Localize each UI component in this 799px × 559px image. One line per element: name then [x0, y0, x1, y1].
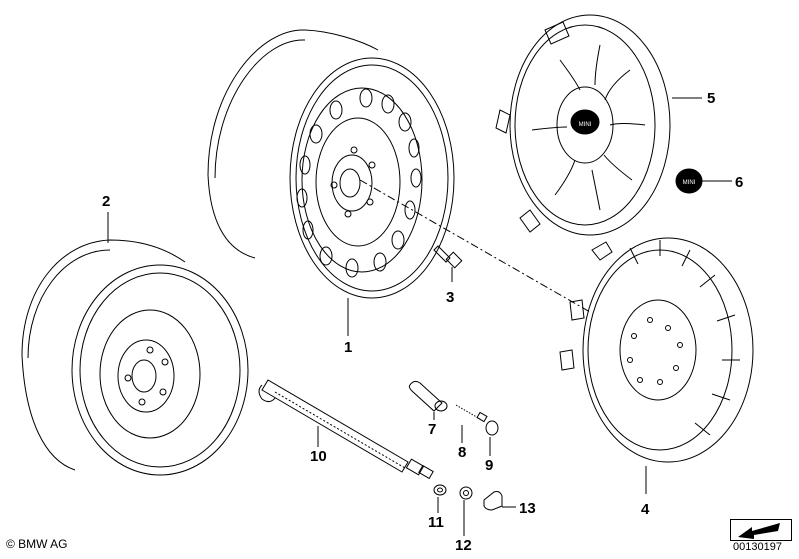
valve-extension-10	[258, 379, 434, 480]
reference-arrow-icon	[730, 519, 792, 541]
cap-13	[483, 491, 503, 511]
wheel-cover-5	[495, 14, 671, 236]
wheel-bolt-3	[433, 245, 463, 269]
washer-11	[433, 484, 447, 496]
diagram-reference-number: 00130197	[733, 541, 782, 553]
part-number-4: 4	[641, 501, 650, 518]
part-number-2: 2	[102, 193, 110, 210]
wheel-cover-4	[559, 237, 754, 463]
mini-logo-text: MINI	[579, 122, 592, 128]
part-number-12: 12	[455, 537, 472, 554]
valve-insert-8	[455, 404, 488, 423]
part-number-13: 13	[519, 500, 536, 517]
alignment-line	[359, 179, 591, 313]
copyright-notice: © BMW AG	[6, 537, 68, 551]
nut-12	[459, 486, 473, 500]
leader-lines	[107, 97, 732, 536]
part-number-10: 10	[310, 448, 327, 465]
part-number-11: 11	[428, 514, 444, 531]
part-number-6: 6	[735, 174, 743, 191]
part-number-7: 7	[428, 421, 436, 438]
steel-wheel-1	[207, 29, 455, 299]
mini-badge-cover-5	[570, 109, 600, 135]
mini-emblem-text: MINI	[683, 180, 696, 186]
part-number-9: 9	[485, 457, 493, 474]
part-number-8: 8	[458, 444, 466, 461]
valve-cap-9	[485, 420, 499, 436]
part-number-5: 5	[707, 90, 715, 107]
steel-wheel-2	[21, 239, 249, 476]
valve-stem-7	[408, 380, 448, 412]
part-number-1: 1	[344, 339, 352, 356]
part-number-3: 3	[446, 289, 454, 306]
